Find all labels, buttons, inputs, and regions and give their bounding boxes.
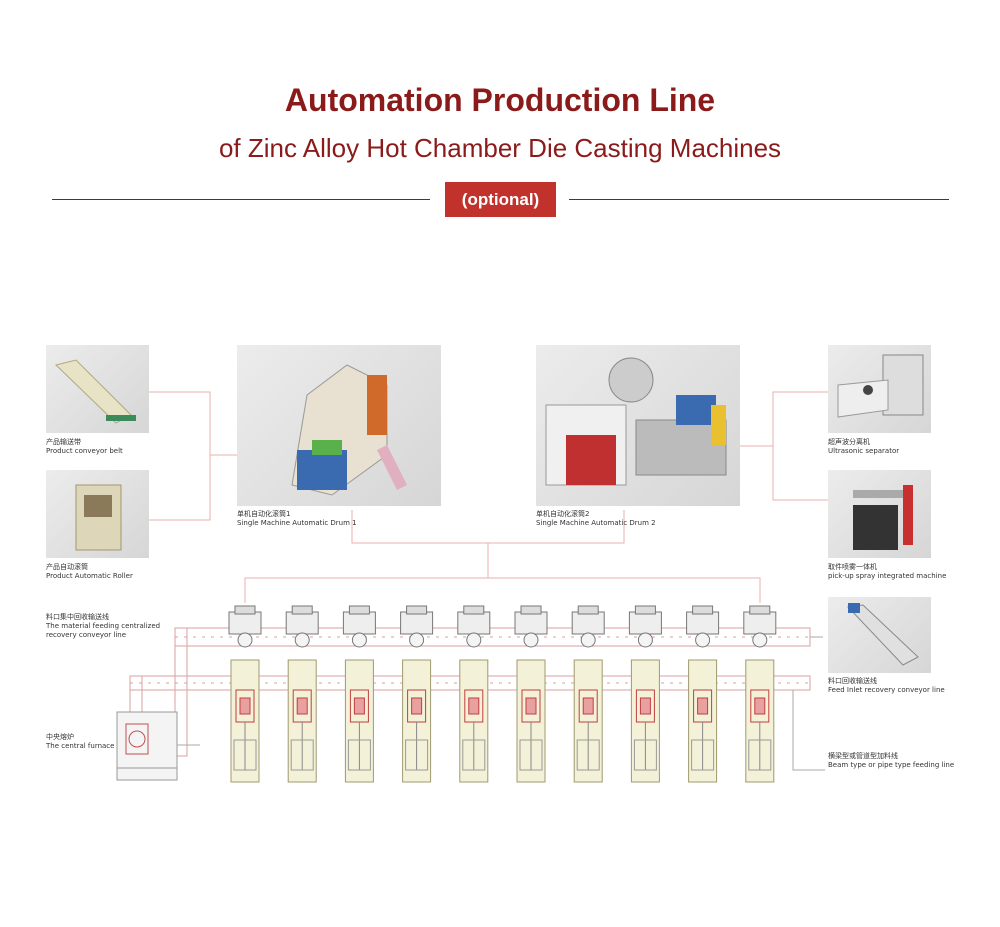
single-machine-automatic-drum-1-en: Single Machine Automatic Drum 1	[237, 519, 357, 527]
optional-badge: (optional)	[445, 182, 556, 217]
ultrasonic-separator-en: Ultrasonic separator	[828, 447, 900, 455]
die-casting-machine	[571, 605, 605, 783]
single-machine-automatic-drum-1-photo	[237, 345, 441, 506]
single-machine-automatic-drum-2-photo	[536, 345, 740, 506]
die-casting-machine	[285, 605, 319, 783]
feed-inlet-recovery-conveyor-line-en: Feed Inlet recovery conveyor line	[828, 686, 945, 694]
ultrasonic-separator-photo	[828, 345, 931, 433]
product-conveyor-belt-photo	[46, 345, 149, 433]
feed-inlet-recovery-conveyor-line-photo	[828, 597, 931, 673]
ultrasonic-separator-cn: 超声波分离机	[828, 438, 870, 446]
single-machine-automatic-drum-2-cn: 单机自动化滚筒2	[536, 510, 590, 518]
single-machine-automatic-drum-2-en: Single Machine Automatic Drum 2	[536, 519, 656, 527]
page-subtitle: of Zinc Alloy Hot Chamber Die Casting Ma…	[218, 133, 782, 163]
feeding-line-label-cn: 横梁型或管道型加料线	[828, 752, 898, 760]
divider-left	[52, 199, 430, 200]
die-casting-machine	[228, 605, 262, 783]
die-casting-machine	[686, 605, 720, 783]
material-feeding-label-en1: The material feeding centralized	[46, 622, 161, 630]
product-conveyor-belt-cn: 产品输送带	[46, 438, 81, 446]
pick-up-spray-integrated-machine-en: pick-up spray integrated machine	[828, 572, 947, 580]
page-title: Automation Production Line	[284, 82, 716, 118]
divider-right	[569, 199, 949, 200]
feed-inlet-recovery-conveyor-line-cn: 料口回收输送线	[828, 677, 877, 685]
pick-up-spray-integrated-machine-cn: 取件喷雾一体机	[828, 563, 877, 571]
feeding-line-label-en: Beam type or pipe type feeding line	[828, 761, 955, 769]
die-casting-machine	[342, 605, 376, 783]
single-machine-automatic-drum-1-cn: 单机自动化滚筒1	[237, 510, 291, 518]
central-furnace-label-cn: 中央熔炉	[46, 733, 74, 741]
central-furnace-label-en: The central furnace	[46, 742, 115, 750]
product-conveyor-belt-en: Product conveyor belt	[46, 447, 123, 455]
product-automatic-roller-photo	[46, 470, 149, 558]
central-furnace-graphic	[116, 711, 178, 781]
die-casting-machine	[628, 605, 662, 783]
pick-up-spray-integrated-machine-photo	[828, 470, 931, 558]
material-feeding-label-en2: recovery conveyor line	[46, 631, 127, 639]
product-automatic-roller-cn: 产品自动滚筒	[46, 563, 88, 571]
material-feeding-label-cn: 料口集中回收输送线	[46, 613, 109, 621]
die-casting-machine	[457, 605, 491, 783]
product-automatic-roller-en: Product Automatic Roller	[46, 572, 133, 580]
die-casting-machine	[743, 605, 777, 783]
die-casting-machine	[400, 605, 434, 783]
die-casting-machine	[514, 605, 548, 783]
